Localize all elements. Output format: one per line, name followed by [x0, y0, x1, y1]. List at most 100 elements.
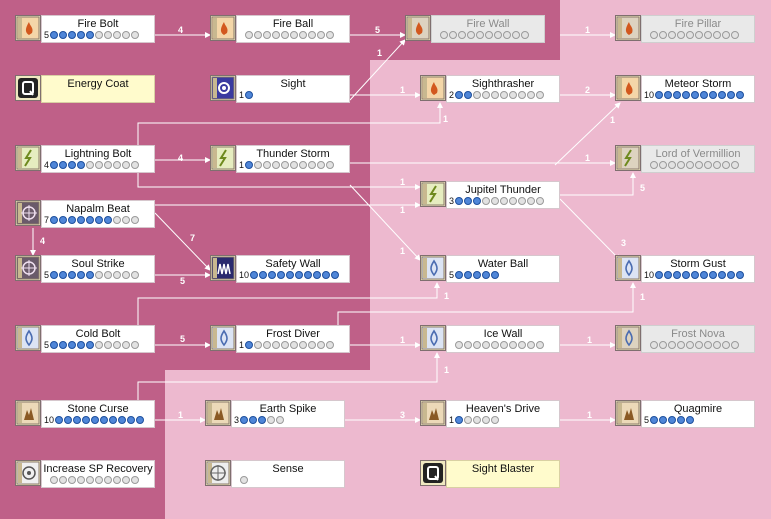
skill-level-dot[interactable]	[518, 91, 527, 99]
skill-level-dot[interactable]	[686, 341, 694, 349]
skill-level-dot[interactable]	[691, 271, 700, 279]
skill-level-dot[interactable]	[77, 161, 86, 169]
skill-level-dot[interactable]	[276, 416, 285, 424]
skill-level-dot[interactable]	[673, 91, 682, 99]
skill-level-dot[interactable]	[281, 341, 290, 349]
skill-level-dot[interactable]	[659, 416, 668, 424]
skill-lord-of-vermillion[interactable]: Lord of Vermillion	[615, 145, 755, 173]
skill-fire-wall[interactable]: Fire Wall	[405, 15, 545, 43]
skill-level-dot[interactable]	[50, 161, 59, 169]
skill-level-dot[interactable]	[440, 31, 448, 39]
skill-level-dot[interactable]	[682, 271, 691, 279]
skill-level-dot[interactable]	[518, 341, 526, 349]
napalm-beat-icon[interactable]	[15, 200, 41, 226]
skill-level-dot[interactable]	[290, 161, 299, 169]
fire-pillar-icon[interactable]	[615, 15, 641, 41]
skill-panel[interactable]: Increase SP Recovery	[41, 460, 155, 488]
skill-level-dot[interactable]	[308, 31, 316, 39]
skill-level-dot[interactable]	[272, 161, 281, 169]
skill-level-dot[interactable]	[86, 216, 95, 224]
skill-level-dot[interactable]	[455, 197, 464, 205]
skill-level-dot[interactable]	[700, 91, 709, 99]
skill-level-dot[interactable]	[86, 271, 95, 279]
skill-level-dot[interactable]	[50, 341, 59, 349]
skill-level-dot[interactable]	[464, 197, 473, 205]
skill-level-dot[interactable]	[59, 31, 68, 39]
skill-level-dot[interactable]	[713, 31, 721, 39]
skill-frost-nova[interactable]: Frost Nova	[615, 325, 755, 353]
skill-level-dot[interactable]	[299, 341, 308, 349]
skill-level-dot[interactable]	[722, 31, 730, 39]
skill-level-dot[interactable]	[104, 161, 113, 169]
quest-skill-icon[interactable]	[420, 460, 446, 486]
skill-level-dot[interactable]	[77, 216, 86, 224]
soul-strike-icon[interactable]	[15, 255, 41, 281]
skill-level-dot[interactable]	[113, 341, 122, 349]
heavens-drive-icon[interactable]	[420, 400, 446, 426]
skill-level-dot[interactable]	[727, 91, 736, 99]
lightning-bolt-icon[interactable]	[15, 145, 41, 171]
fire-wall-icon[interactable]	[405, 15, 431, 41]
skill-panel[interactable]: Sense	[231, 460, 345, 488]
skill-level-dot[interactable]	[272, 31, 280, 39]
skill-level-dot[interactable]	[122, 476, 130, 484]
skill-sight-blaster[interactable]: Sight Blaster	[420, 460, 560, 488]
skill-level-dot[interactable]	[68, 216, 77, 224]
skill-level-dot[interactable]	[113, 216, 122, 224]
skill-level-dot[interactable]	[655, 91, 664, 99]
skill-level-dot[interactable]	[113, 161, 122, 169]
jupitel-thunder-icon[interactable]	[420, 181, 446, 207]
skill-level-dot[interactable]	[267, 416, 276, 424]
skill-level-dot[interactable]	[482, 341, 490, 349]
skill-level-dot[interactable]	[455, 91, 464, 99]
skill-level-dot[interactable]	[527, 91, 536, 99]
cold-bolt-icon[interactable]	[15, 325, 41, 351]
skill-level-dot[interactable]	[254, 31, 262, 39]
skill-level-dot[interactable]	[664, 91, 673, 99]
skill-level-dot[interactable]	[59, 476, 67, 484]
skill-level-dot[interactable]	[736, 91, 745, 99]
skill-level-dot[interactable]	[482, 197, 491, 205]
skill-level-dot[interactable]	[68, 341, 77, 349]
skill-level-dot[interactable]	[491, 271, 500, 279]
skill-level-dot[interactable]	[245, 91, 254, 99]
skill-level-dot[interactable]	[277, 271, 286, 279]
skill-level-dot[interactable]	[131, 161, 140, 169]
skill-level-dot[interactable]	[494, 31, 502, 39]
skill-level-dot[interactable]	[281, 161, 290, 169]
skill-panel[interactable]: Energy Coat	[41, 75, 155, 103]
lord-of-vermillion-icon[interactable]	[615, 145, 641, 171]
skill-level-dot[interactable]	[245, 341, 254, 349]
skill-level-dot[interactable]	[317, 31, 325, 39]
sense-icon[interactable]	[205, 460, 231, 486]
skill-level-dot[interactable]	[68, 271, 77, 279]
skill-level-dot[interactable]	[122, 31, 131, 39]
skill-level-dot[interactable]	[104, 341, 113, 349]
skill-level-dot[interactable]	[686, 31, 694, 39]
skill-level-dot[interactable]	[536, 197, 545, 205]
skill-level-dot[interactable]	[68, 161, 77, 169]
skill-level-dot[interactable]	[464, 416, 473, 424]
skill-level-dot[interactable]	[677, 416, 686, 424]
skill-level-dot[interactable]	[286, 271, 295, 279]
skill-panel[interactable]: Fire Ball	[236, 15, 350, 43]
skill-level-dot[interactable]	[704, 161, 712, 169]
skill-level-dot[interactable]	[518, 197, 527, 205]
skill-level-dot[interactable]	[50, 216, 59, 224]
skill-level-dot[interactable]	[263, 341, 272, 349]
skill-ice-wall[interactable]: Ice Wall	[420, 325, 560, 353]
skill-level-dot[interactable]	[704, 31, 712, 39]
skill-level-dot[interactable]	[650, 416, 659, 424]
skill-level-dot[interactable]	[131, 341, 140, 349]
